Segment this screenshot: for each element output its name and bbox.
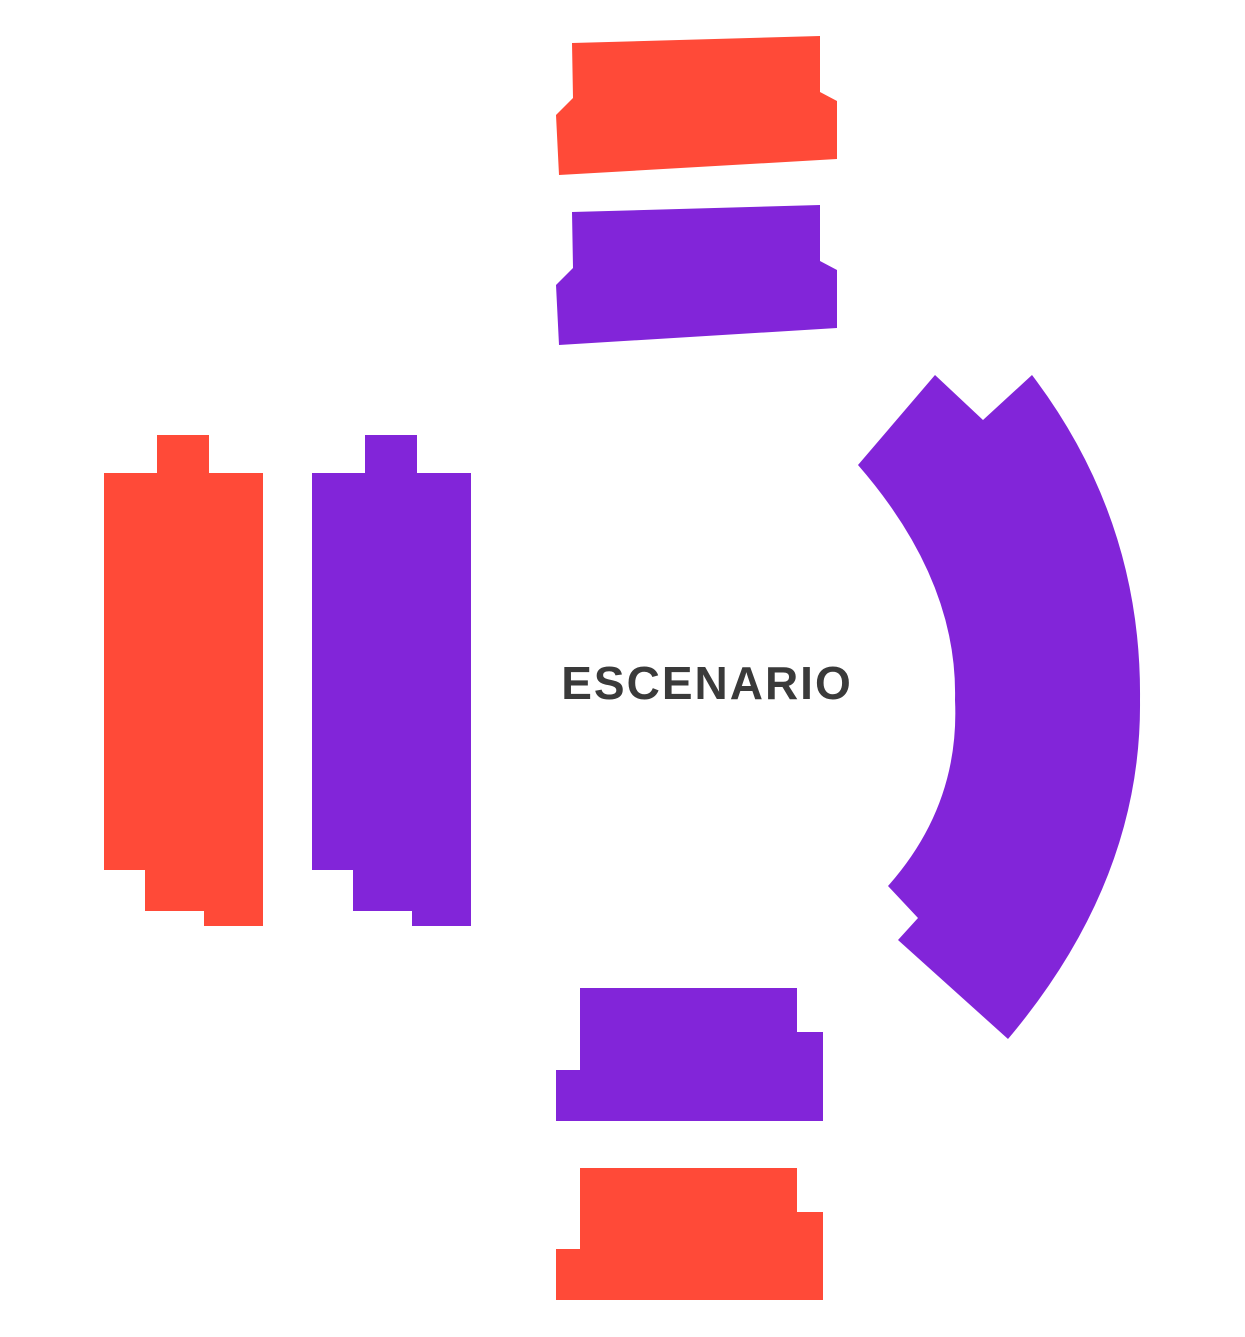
section-top-inner[interactable]	[556, 205, 837, 345]
stage-label: ESCENARIO	[561, 657, 852, 709]
section-top-outer[interactable]	[556, 36, 837, 175]
section-right-arc[interactable]	[858, 375, 1141, 1039]
section-left-inner[interactable]	[312, 435, 471, 926]
section-bottom-outer[interactable]	[556, 1168, 823, 1300]
section-left-outer[interactable]	[104, 435, 263, 926]
section-bottom-inner[interactable]	[556, 988, 823, 1121]
